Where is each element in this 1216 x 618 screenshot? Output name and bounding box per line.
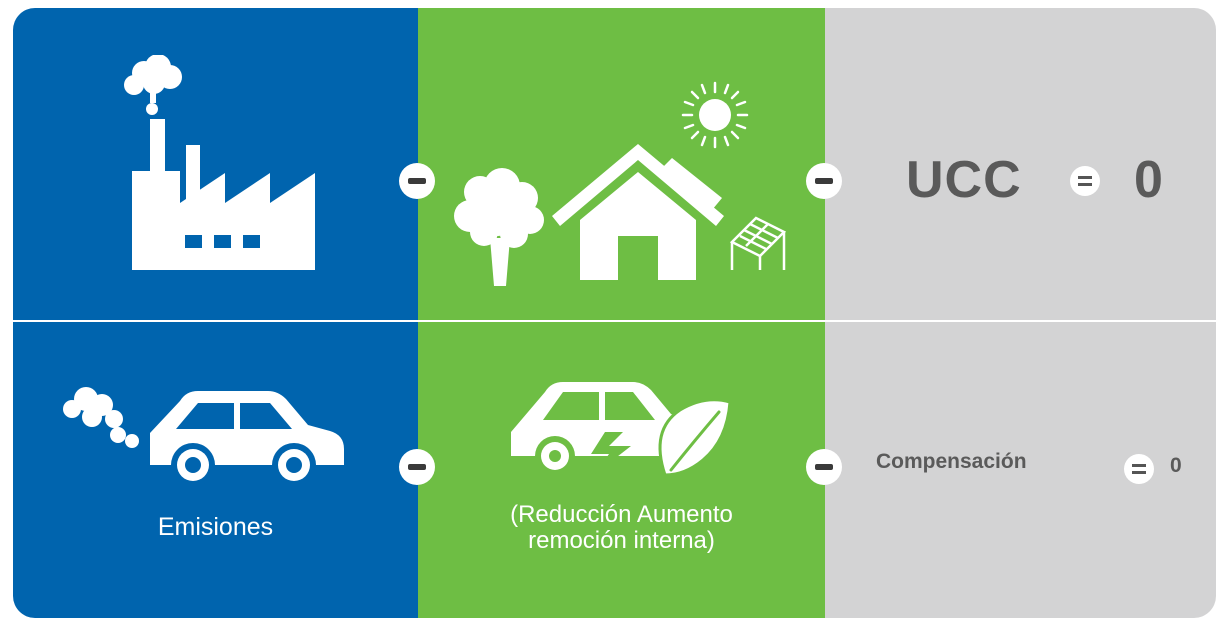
minus-icon — [806, 163, 842, 199]
car-exhaust-icon — [63, 387, 344, 487]
ucc-label: UCC — [906, 151, 1022, 209]
reduction-label-line1: (Reducción Aumento — [510, 501, 733, 528]
equals-icon — [1124, 454, 1154, 484]
compensation-label: Compensación — [876, 450, 1027, 473]
minus-icon — [806, 449, 842, 485]
solar-panel-icon — [729, 216, 787, 270]
solar-house-icon — [552, 144, 724, 280]
row-divider — [13, 320, 1216, 322]
reduction-label: (Reducción Aumento remoción interna) — [418, 502, 825, 554]
reduction-label-line2: remoción interna) — [528, 527, 715, 554]
compensation-value: 0 — [1170, 454, 1182, 477]
ucc-value: 0 — [1134, 151, 1163, 209]
emissions-panel — [13, 8, 418, 618]
electric-car-leaf-icon — [511, 382, 732, 477]
minus-icon — [399, 449, 435, 485]
emissions-label: Emisiones — [157, 513, 274, 541]
minus-icon — [399, 163, 435, 199]
result-panel — [825, 8, 1216, 618]
tree-icon — [454, 168, 544, 286]
sun-icon — [681, 81, 749, 149]
factory-icon — [124, 55, 315, 270]
reduction-panel — [418, 8, 825, 618]
equals-icon — [1070, 166, 1100, 196]
